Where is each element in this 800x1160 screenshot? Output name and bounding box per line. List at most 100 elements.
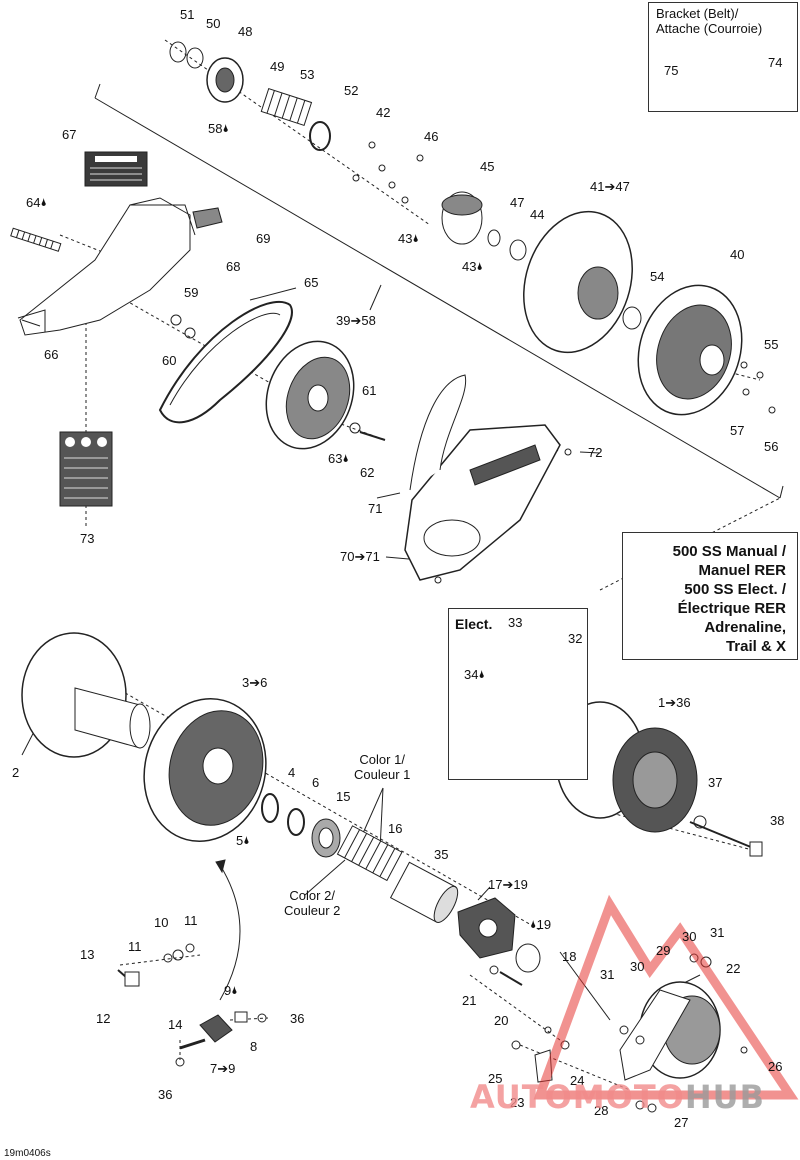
callout-5-number: 5 <box>236 833 244 848</box>
callout-72: 72 <box>588 445 603 460</box>
drop-icon: 🌢 <box>412 233 420 245</box>
callout-64: 64🌢 <box>26 196 47 210</box>
callout-43-lower: 43🌢 <box>462 260 483 274</box>
callout-29: 29 <box>656 943 671 958</box>
callout-34-number: 34 <box>464 667 479 682</box>
watermark-part-a: AUTOMOTO <box>470 1078 685 1116</box>
bracket-title-line2: Attache (Courroie) <box>656 21 763 36</box>
drop-icon: 🌢 <box>478 669 486 681</box>
callout-13: 13 <box>80 947 95 962</box>
callout-75: 75 <box>664 63 679 78</box>
callout-67: 67 <box>62 127 77 142</box>
callout-57: 57 <box>730 423 745 438</box>
callout-38: 38 <box>770 813 785 828</box>
color-1-line1: Color 1/ <box>359 752 405 767</box>
drop-icon: 🌢 <box>243 835 250 847</box>
callout-31-upper: 31 <box>710 925 725 940</box>
callout-36-bottom: 36 <box>158 1087 173 1102</box>
callout-34: 34🌢 <box>464 668 485 682</box>
callout-10: 10 <box>154 915 169 930</box>
callout-20: 20 <box>494 1013 509 1028</box>
model-line-3: 500 SS Elect. / <box>684 581 786 598</box>
callout-25: 25 <box>488 1071 503 1086</box>
callout-31-lower: 31 <box>600 967 615 982</box>
model-applicability-text: 500 SS Manual / Manuel RER 500 SS Elect.… <box>626 542 786 656</box>
callout-43-upper: 43🌢 <box>398 232 419 246</box>
callout-33: 33 <box>508 615 523 630</box>
callout-63-number: 63 <box>328 451 343 466</box>
callout-62: 62 <box>360 465 375 480</box>
color-2-label: Color 2/ Couleur 2 <box>284 888 340 918</box>
callout-43-upper-number: 43 <box>398 231 413 246</box>
color-1-line2: Couleur 1 <box>354 767 411 782</box>
callout-21: 21 <box>462 993 477 1008</box>
elect-inset-title: Elect. <box>455 616 493 632</box>
callout-37: 37 <box>708 775 723 790</box>
watermark-text: AUTOMOTOHUB <box>470 1078 765 1116</box>
callout-63: 63🌢 <box>328 452 349 466</box>
callout-23: 23 <box>510 1095 525 1110</box>
callout-60: 60 <box>162 353 177 368</box>
model-applicability-box <box>622 532 798 660</box>
callout-44: 44 <box>530 207 545 222</box>
model-line-4: Électrique RER <box>677 600 786 617</box>
drop-icon: 🌢 <box>231 985 238 997</box>
callout-45: 45 <box>480 159 495 174</box>
callout-16: 16 <box>388 821 403 836</box>
elect-inset-box <box>448 608 588 780</box>
callout-3-6: 3➔6 <box>242 675 268 690</box>
callout-50: 50 <box>206 16 221 31</box>
callout-6: 6 <box>312 775 320 790</box>
callout-43-lower-number: 43 <box>462 259 477 274</box>
callout-30-upper: 30 <box>682 929 697 944</box>
callout-71: 71 <box>368 501 383 516</box>
callout-52: 52 <box>344 83 359 98</box>
callout-22: 22 <box>726 961 741 976</box>
color-2-line2: Couleur 2 <box>284 903 341 918</box>
callout-48: 48 <box>238 24 253 39</box>
callout-11-right: 11 <box>184 913 198 928</box>
callout-5: 5🌢 <box>236 834 250 848</box>
callout-14: 14 <box>168 1017 183 1032</box>
callout-11-left: 11 <box>128 939 142 954</box>
callout-42: 42 <box>376 105 391 120</box>
callout-36-mid: 36 <box>290 1011 305 1026</box>
bracket-title-line1: Bracket (Belt)/ <box>656 6 739 21</box>
callout-58: 58🌢 <box>208 122 229 136</box>
callout-54: 54 <box>650 269 665 284</box>
callout-18: 18 <box>562 949 577 964</box>
callout-46: 46 <box>424 129 439 144</box>
callout-2: 2 <box>12 765 20 780</box>
figure-code: 19m0406s <box>4 1148 51 1159</box>
drop-icon: 🌢 <box>342 453 350 465</box>
drop-icon: 🌢 <box>530 919 537 931</box>
callout-27: 27 <box>674 1115 689 1130</box>
callout-7-9: 7➔9 <box>210 1061 236 1076</box>
model-line-1: 500 SS Manual / <box>672 543 786 560</box>
callout-24: 24 <box>570 1073 585 1088</box>
callout-17-19: 17➔19 <box>488 877 528 892</box>
callout-19-number: 19 <box>536 917 552 932</box>
drop-icon: 🌢 <box>40 197 48 209</box>
callout-35: 35 <box>434 847 449 862</box>
model-line-6: Trail & X <box>725 638 786 655</box>
callout-4: 4 <box>288 765 296 780</box>
callout-61: 61 <box>362 383 377 398</box>
reference-line-upper <box>94 97 781 499</box>
drop-icon: 🌢 <box>222 123 230 135</box>
watermark-logo-mark <box>533 894 799 1100</box>
callout-9-number: 9 <box>224 983 232 998</box>
callout-30-lower: 30 <box>630 959 645 974</box>
callout-39-58: 39➔58 <box>336 313 376 328</box>
callout-1-36: 1➔36 <box>658 695 691 710</box>
bracket-inset-box <box>648 2 798 112</box>
callout-65: 65 <box>304 275 319 290</box>
callout-32: 32 <box>568 631 583 646</box>
callout-49: 49 <box>270 59 285 74</box>
callout-53: 53 <box>300 67 315 82</box>
callout-26: 26 <box>768 1059 783 1074</box>
callout-56: 56 <box>764 439 779 454</box>
callout-9: 9🌢 <box>224 984 238 998</box>
callout-69: 69 <box>256 231 271 246</box>
callout-74: 74 <box>768 55 783 70</box>
